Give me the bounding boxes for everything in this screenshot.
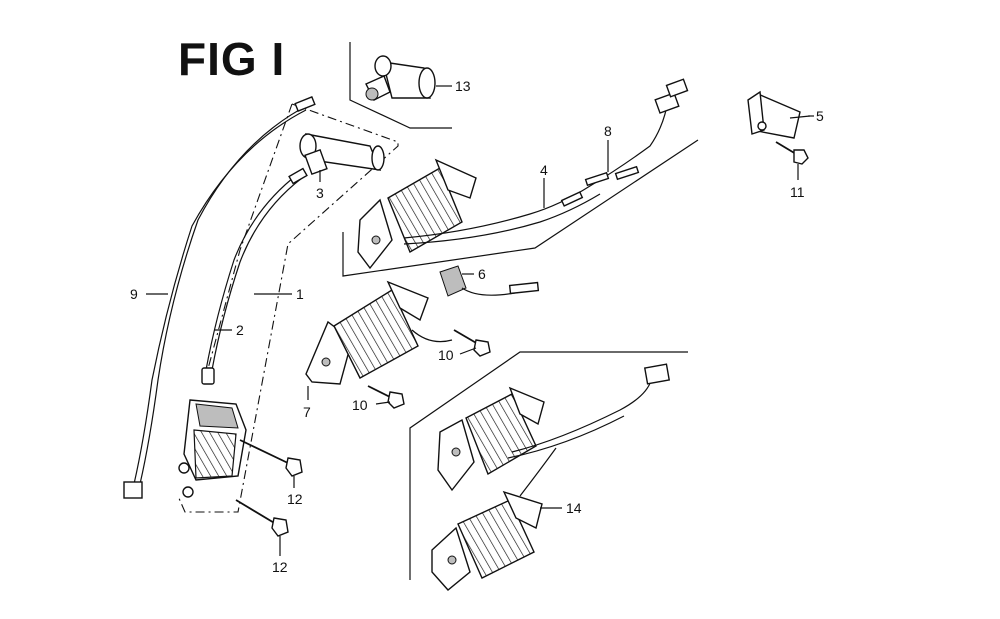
callout-11: 11 xyxy=(790,184,805,200)
ignition-coil-1 xyxy=(178,367,247,498)
callout-3: 3 xyxy=(316,185,324,201)
callout-13: 13 xyxy=(455,78,471,94)
bolt-11 xyxy=(775,141,809,180)
callout-7: 7 xyxy=(303,404,311,420)
callout-9: 9 xyxy=(130,286,138,302)
callout-4: 4 xyxy=(540,162,548,178)
bolt-10-upper xyxy=(453,329,491,357)
plug-cap-3 xyxy=(299,133,385,176)
bolt-12-upper xyxy=(239,439,303,477)
callout-1: 1 xyxy=(296,286,304,302)
bracket-5 xyxy=(747,90,811,139)
ht-wire-2 xyxy=(205,167,308,371)
callout-8: 8 xyxy=(604,123,612,139)
group-outline-top xyxy=(342,42,699,277)
coil-assembly-top xyxy=(357,78,689,270)
callout-5: 5 xyxy=(816,108,824,124)
callout-12-lower: 12 xyxy=(272,559,288,575)
coil-14 xyxy=(431,447,557,591)
callout-10-upper: 10 xyxy=(438,347,454,363)
callout-12-upper: 12 xyxy=(287,491,303,507)
coil-middle-7 xyxy=(305,280,453,385)
figure-title: FIG I xyxy=(178,33,286,85)
leader-lines xyxy=(146,85,814,556)
callout-6: 6 xyxy=(478,266,486,282)
callout-14: 14 xyxy=(566,500,582,516)
wire-9 xyxy=(123,96,316,499)
spark-plug-cap-13 xyxy=(365,55,436,101)
callout-10-lower: 10 xyxy=(352,397,368,413)
coil-bottom-upper xyxy=(437,363,671,492)
bolt-10-lower xyxy=(367,385,405,409)
group-outline-bottom xyxy=(409,351,688,580)
callout-labels: 13 5 8 4 3 11 6 9 1 2 10 10 7 12 14 12 xyxy=(130,78,824,575)
bolt-12-lower xyxy=(235,499,289,537)
callout-2: 2 xyxy=(236,322,244,338)
grommet-6 xyxy=(439,265,540,297)
group-outline-ignition xyxy=(177,103,399,513)
